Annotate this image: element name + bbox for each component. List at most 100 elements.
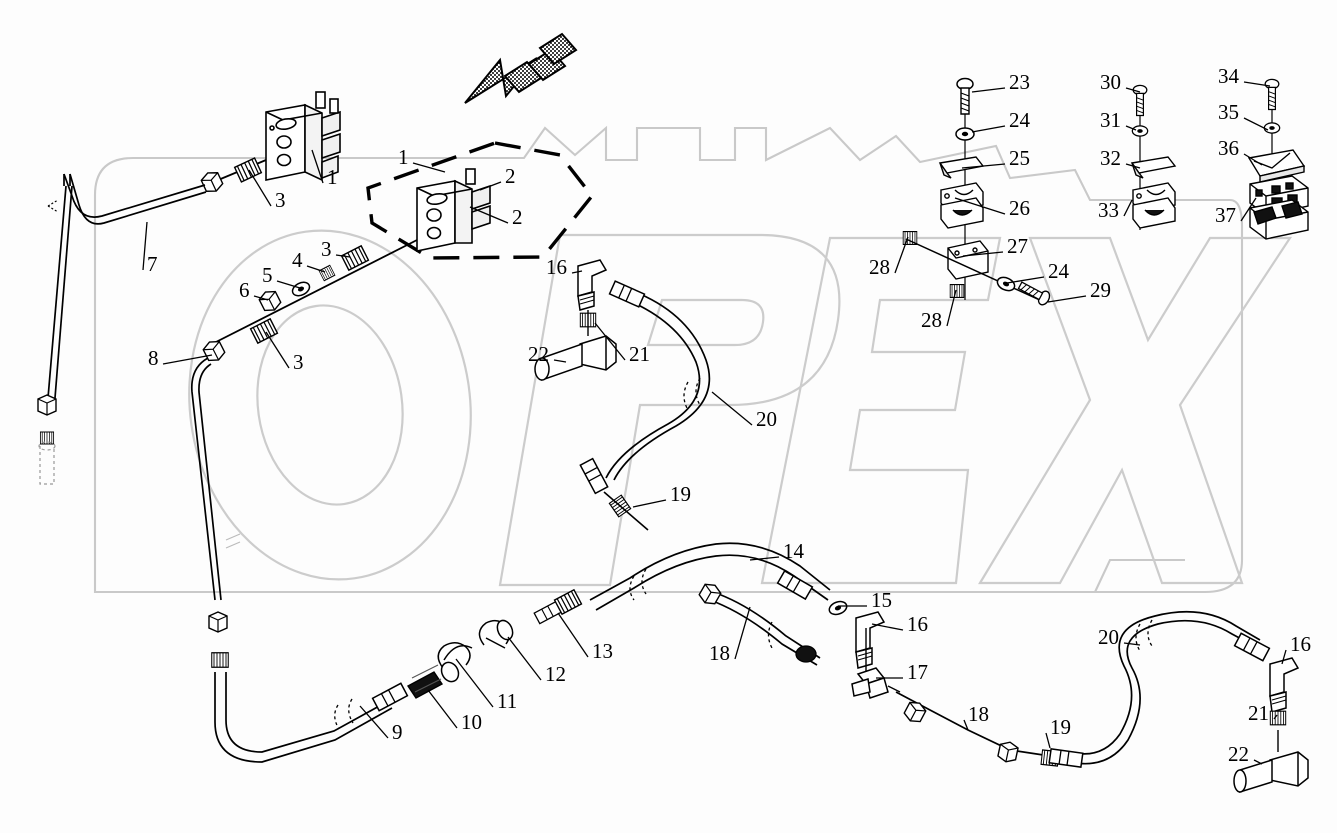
leader-line-28 xyxy=(894,236,909,274)
leader-line-19 xyxy=(1045,732,1051,749)
direction-arrow xyxy=(464,32,578,104)
clip-11 xyxy=(437,642,473,683)
callout-number-4: 4 xyxy=(292,248,303,272)
hose-18 xyxy=(709,591,821,666)
leader-line-14 xyxy=(749,556,780,561)
leader-line-16 xyxy=(571,270,583,274)
leader-line-37 xyxy=(1240,197,1257,222)
callout-number-33: 33 xyxy=(1098,198,1119,222)
fitting-22-mid xyxy=(534,335,617,382)
tee-17 xyxy=(851,667,901,699)
callout-number-13: 13 xyxy=(592,639,613,663)
callout-number-3: 3 xyxy=(275,188,286,212)
callout-number-36: 36 xyxy=(1218,136,1239,160)
callout-number-27: 27 xyxy=(1007,234,1028,258)
coupling-10 xyxy=(406,664,444,699)
callout-number-32: 32 xyxy=(1100,146,1121,170)
callout-number-14: 14 xyxy=(783,539,804,563)
callout-number-21: 21 xyxy=(629,342,650,366)
hose-20-lower xyxy=(1069,610,1261,765)
leader-line-8 xyxy=(162,354,213,365)
callout-number-24: 24 xyxy=(1009,108,1030,132)
callout-number-21: 21 xyxy=(1248,701,1269,725)
leader-line-30 xyxy=(1125,87,1141,93)
leader-line-11 xyxy=(455,658,494,708)
leader-line-2 xyxy=(469,206,509,224)
leader-line-2 xyxy=(479,181,502,191)
leader-line-3 xyxy=(248,169,272,207)
hose-9 xyxy=(214,672,393,763)
coupling-18-dark xyxy=(795,645,817,663)
callout-number-16: 16 xyxy=(1290,632,1311,656)
bracket-27 xyxy=(947,240,989,280)
callout-number-24: 24 xyxy=(1048,259,1069,283)
leader-line-25 xyxy=(961,163,1006,169)
callout-number-28: 28 xyxy=(869,255,890,279)
callout-number-5: 5 xyxy=(262,263,273,287)
elbow-16-right xyxy=(1269,657,1300,713)
callout-number-17: 17 xyxy=(907,660,928,684)
leader-line-24 xyxy=(1006,276,1045,284)
leader-line-22 xyxy=(1253,759,1263,765)
clip-12 xyxy=(478,619,514,649)
callout-number-31: 31 xyxy=(1100,108,1121,132)
ghost-end-bottom-left xyxy=(38,441,56,485)
clamp-26-lower xyxy=(940,197,984,229)
clamp-33-lower xyxy=(1132,197,1176,229)
cluster-23-29 xyxy=(902,77,1053,308)
hose-20-mid xyxy=(605,293,711,481)
valve-block-2 xyxy=(416,168,491,252)
callout-number-2: 2 xyxy=(512,205,523,229)
leader-line-13 xyxy=(557,612,589,658)
callout-number-12: 12 xyxy=(545,662,566,686)
callout-number-18: 18 xyxy=(968,702,989,726)
callout-number-10: 10 xyxy=(461,710,482,734)
leader-line-24 xyxy=(971,125,1006,133)
leader-line-7 xyxy=(142,221,148,271)
block-37-lower xyxy=(1249,199,1309,240)
leader-line-29 xyxy=(1047,295,1087,303)
leader-line-21 xyxy=(1273,714,1278,720)
callout-number-25: 25 xyxy=(1009,146,1030,170)
leader-line-31 xyxy=(1125,125,1137,131)
leader-line-12 xyxy=(507,636,542,681)
leader-line-20 xyxy=(711,391,753,426)
callout-number-9: 9 xyxy=(392,720,403,744)
mid-lower-stub xyxy=(603,491,649,531)
leader-line-16 xyxy=(871,623,904,631)
leader-line-27 xyxy=(962,251,1004,257)
assembly-axis-b xyxy=(905,238,1045,303)
leader-line-26 xyxy=(954,197,1006,215)
callout-number-18: 18 xyxy=(709,641,730,665)
cluster-30-33 xyxy=(1130,84,1177,230)
callout-number-3: 3 xyxy=(293,350,304,374)
leader-line-5 xyxy=(276,280,301,289)
callout-number-7: 7 xyxy=(147,252,158,276)
callout-number-35: 35 xyxy=(1218,100,1239,124)
leader-line-3 xyxy=(335,254,351,258)
leader-line-10 xyxy=(427,689,458,729)
cluster-34-37 xyxy=(1247,78,1309,240)
leader-line-1 xyxy=(311,149,324,184)
leader-line-18 xyxy=(734,606,751,660)
callout-number-15: 15 xyxy=(871,588,892,612)
valve-block-1 xyxy=(265,91,341,182)
elbow-16-mid-top xyxy=(577,259,608,311)
callout-number-20: 20 xyxy=(756,407,777,431)
line-assembly-main xyxy=(213,239,418,344)
callout-number-19: 19 xyxy=(1050,715,1071,739)
callout-number-1: 1 xyxy=(327,165,338,189)
callout-number-34: 34 xyxy=(1218,64,1239,88)
callout-number-22: 22 xyxy=(528,342,549,366)
pipe-8 xyxy=(190,357,241,601)
callout-number-22: 22 xyxy=(1228,742,1249,766)
dashed-highlight-box xyxy=(366,141,595,260)
callout-number-16: 16 xyxy=(546,255,567,279)
callout-number-20: 20 xyxy=(1098,625,1119,649)
callout-number-1: 1 xyxy=(398,145,409,169)
leader-line-22 xyxy=(553,359,567,363)
callout-number-30: 30 xyxy=(1100,70,1121,94)
